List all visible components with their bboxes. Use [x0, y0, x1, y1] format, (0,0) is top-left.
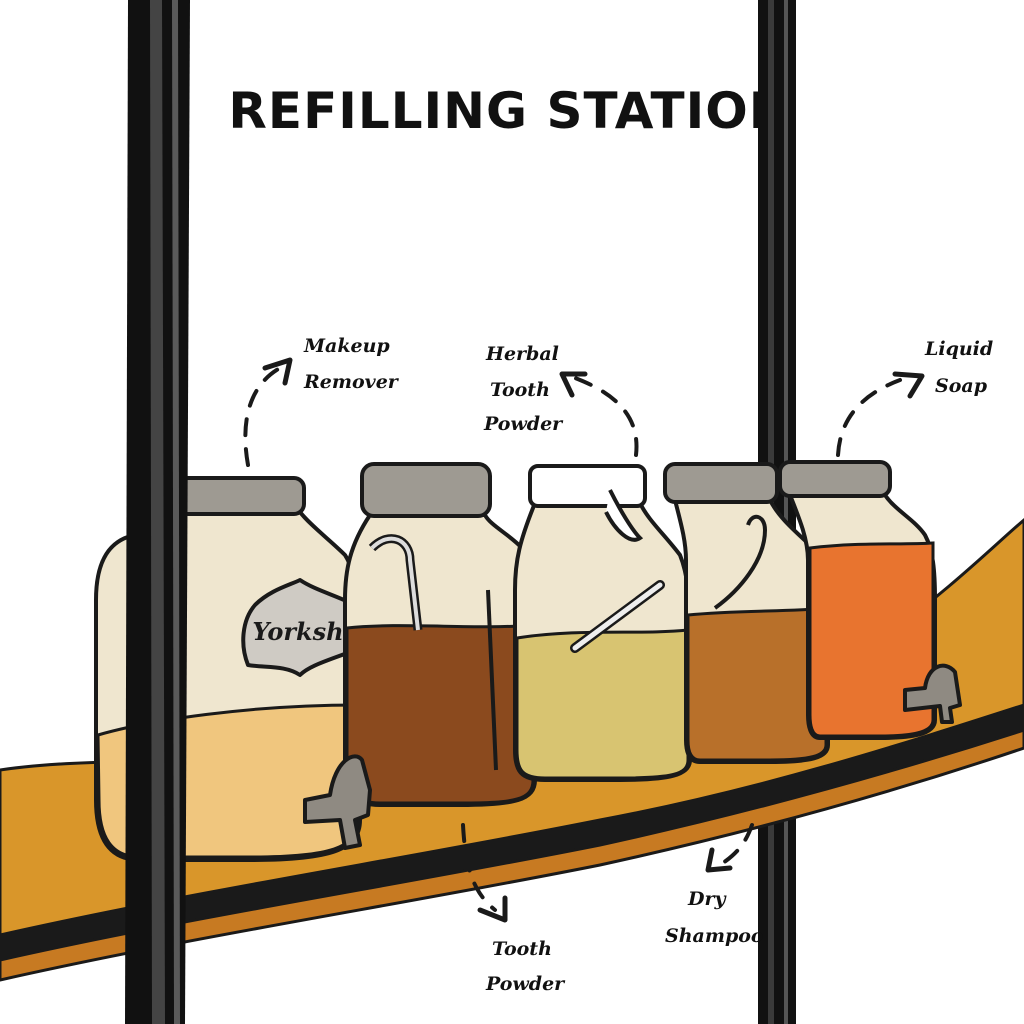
spigot	[303, 754, 372, 850]
left-shelf-post	[125, 0, 190, 1024]
jar-label-tag	[241, 578, 357, 677]
callout-label-line: Remover	[303, 371, 400, 393]
jar-dry-shampoo	[663, 462, 830, 764]
arrow-head-icon	[705, 847, 733, 873]
label-dry-shampoo: Dry Shampoo	[665, 888, 764, 947]
jar-tooth-powder	[303, 462, 537, 850]
callout-label-line: Powder	[483, 413, 564, 435]
label-makeup-remover: Makeup Remover	[303, 335, 400, 393]
callout-label-line: Tooth	[492, 938, 552, 960]
jar-herbal-tooth-powder	[513, 464, 692, 782]
arrow-head-icon	[477, 895, 508, 923]
label-tooth-powder: Tooth Powder	[485, 938, 566, 995]
arrow-liquid-soap	[836, 378, 902, 457]
callout-arrows	[243, 357, 925, 923]
arrow-head-icon	[262, 357, 293, 386]
label-herbal-tooth-powder: Herbal Tooth Powder	[483, 343, 564, 435]
callout-label-line: Shampoo	[665, 925, 764, 947]
arrow-head-icon	[559, 371, 588, 398]
arrow-tooth-powder	[461, 823, 497, 912]
jar-label-text: Yorksh	[252, 617, 343, 646]
callout-label-line: Soap	[935, 375, 988, 397]
arrow-makeup-remover	[243, 366, 282, 467]
spigot	[903, 663, 962, 724]
callout-label-line: Herbal	[485, 343, 559, 365]
jar-liquid-soap	[778, 460, 962, 740]
arrow-dry-shampoo	[718, 823, 754, 867]
arrow-head-icon	[892, 371, 925, 399]
callout-label-line: Powder	[485, 973, 566, 995]
callout-label-line: Dry	[687, 888, 727, 910]
label-liquid-soap: Liquid Soap	[924, 338, 993, 397]
callout-label-line: Liquid	[924, 338, 993, 360]
title: REFILLING STATION	[228, 82, 791, 140]
arrow-herbal-tooth-powder	[573, 376, 639, 457]
callout-label-line: Tooth	[490, 379, 550, 401]
callout-label-line: Makeup	[303, 335, 390, 357]
